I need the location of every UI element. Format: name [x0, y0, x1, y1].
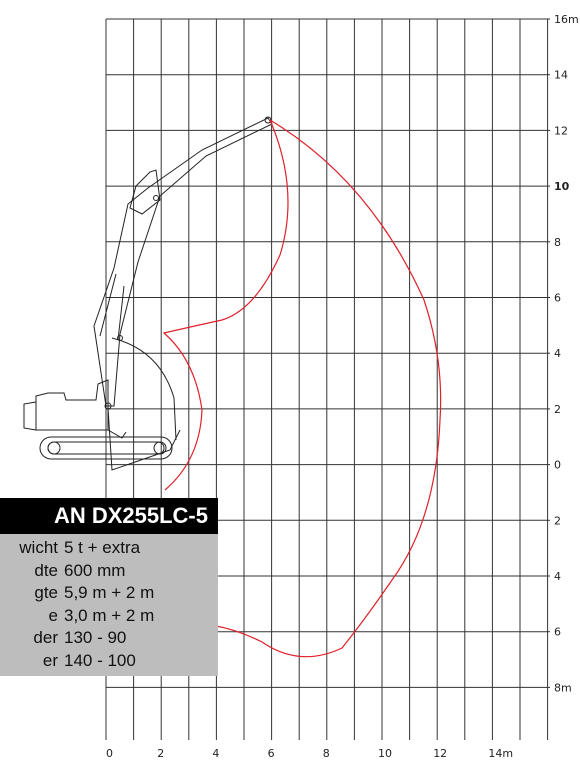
working-envelope — [162, 119, 442, 658]
excavator-drawing — [23, 116, 273, 471]
spec-row: gte 5,9 m + 2 m — [0, 582, 218, 605]
spec-row: er 140 - 100 — [0, 650, 218, 673]
excavator-sprocket — [47, 441, 61, 455]
spec-label: der — [33, 628, 58, 647]
y-tick-label: 12 — [554, 124, 568, 137]
x-tick-label: 2 — [157, 747, 164, 760]
excavator-cylinder — [99, 273, 125, 341]
x-tick-label: 0 — [106, 747, 113, 760]
excavator-track — [39, 436, 173, 460]
excavator-arm — [129, 169, 161, 215]
y-tick-label: 6 — [554, 292, 561, 305]
x-tick-label: 14m — [488, 747, 513, 760]
excavator-bucket — [107, 337, 181, 471]
excavator-counterweight — [23, 401, 37, 431]
y-axis-labels: 16m 14 12 10 8 6 4 2 0 2 4 6 8m — [554, 13, 579, 694]
excavator-boom — [93, 117, 273, 407]
x-axis-labels: 0 2 4 6 8 10 12 14m — [106, 747, 513, 760]
spec-table: wicht 5 t + extra dte 600 mm gte 5,9 m + 2 m e… — [0, 534, 218, 676]
spec-value: 600 mm — [64, 560, 126, 580]
spec-value: 5 t + extra — [64, 538, 141, 557]
boom-pin — [104, 402, 112, 410]
spec-row: e 3,0 m + 2 m — [0, 605, 218, 628]
x-tick-label: 4 — [212, 747, 219, 760]
y-tick-label: 2 — [554, 514, 561, 527]
spec-row: der 130 - 90 — [0, 627, 218, 650]
spec-label: gte — [34, 583, 58, 602]
spec-title: AN DX255LC-5 — [0, 498, 218, 534]
y-tick-label: 14 — [554, 69, 568, 82]
x-tick-label: 8 — [323, 747, 330, 760]
spec-row: wicht 5 t + extra — [0, 537, 218, 560]
spec-label: er — [42, 650, 58, 670]
excavator-cab — [35, 379, 109, 431]
y-tick-label: 16m — [554, 13, 579, 26]
spec-value: 5,9 m + 2 m — [64, 583, 155, 602]
spec-value: 130 - 90 — [64, 628, 127, 647]
y-tick-label: 0 — [554, 459, 561, 472]
excavator-upper-body — [36, 429, 127, 439]
spec-label: wicht — [19, 538, 58, 557]
y-tick-label: 4 — [554, 570, 561, 583]
y-tick-label: 8 — [554, 236, 561, 249]
spec-label: e — [48, 605, 58, 625]
spec-row: dte 600 mm — [0, 560, 218, 583]
y-tick-label: 6 — [554, 626, 561, 639]
y-tick-label: 4 — [554, 347, 561, 360]
envelope-outer — [215, 119, 442, 658]
grid — [105, 18, 550, 740]
y-tick-label: 2 — [554, 403, 561, 416]
x-tick-label: 10 — [378, 747, 392, 760]
spec-value: 140 - 100 — [64, 650, 136, 670]
x-tick-label: 12 — [433, 747, 447, 760]
envelope-inner — [162, 119, 289, 491]
x-tick-label: 6 — [268, 747, 275, 760]
y-tick-label: 10 — [554, 180, 570, 193]
y-tick-label: 8m — [554, 681, 572, 694]
spec-label: dte — [34, 560, 58, 580]
spec-value: 3,0 m + 2 m — [64, 605, 155, 625]
